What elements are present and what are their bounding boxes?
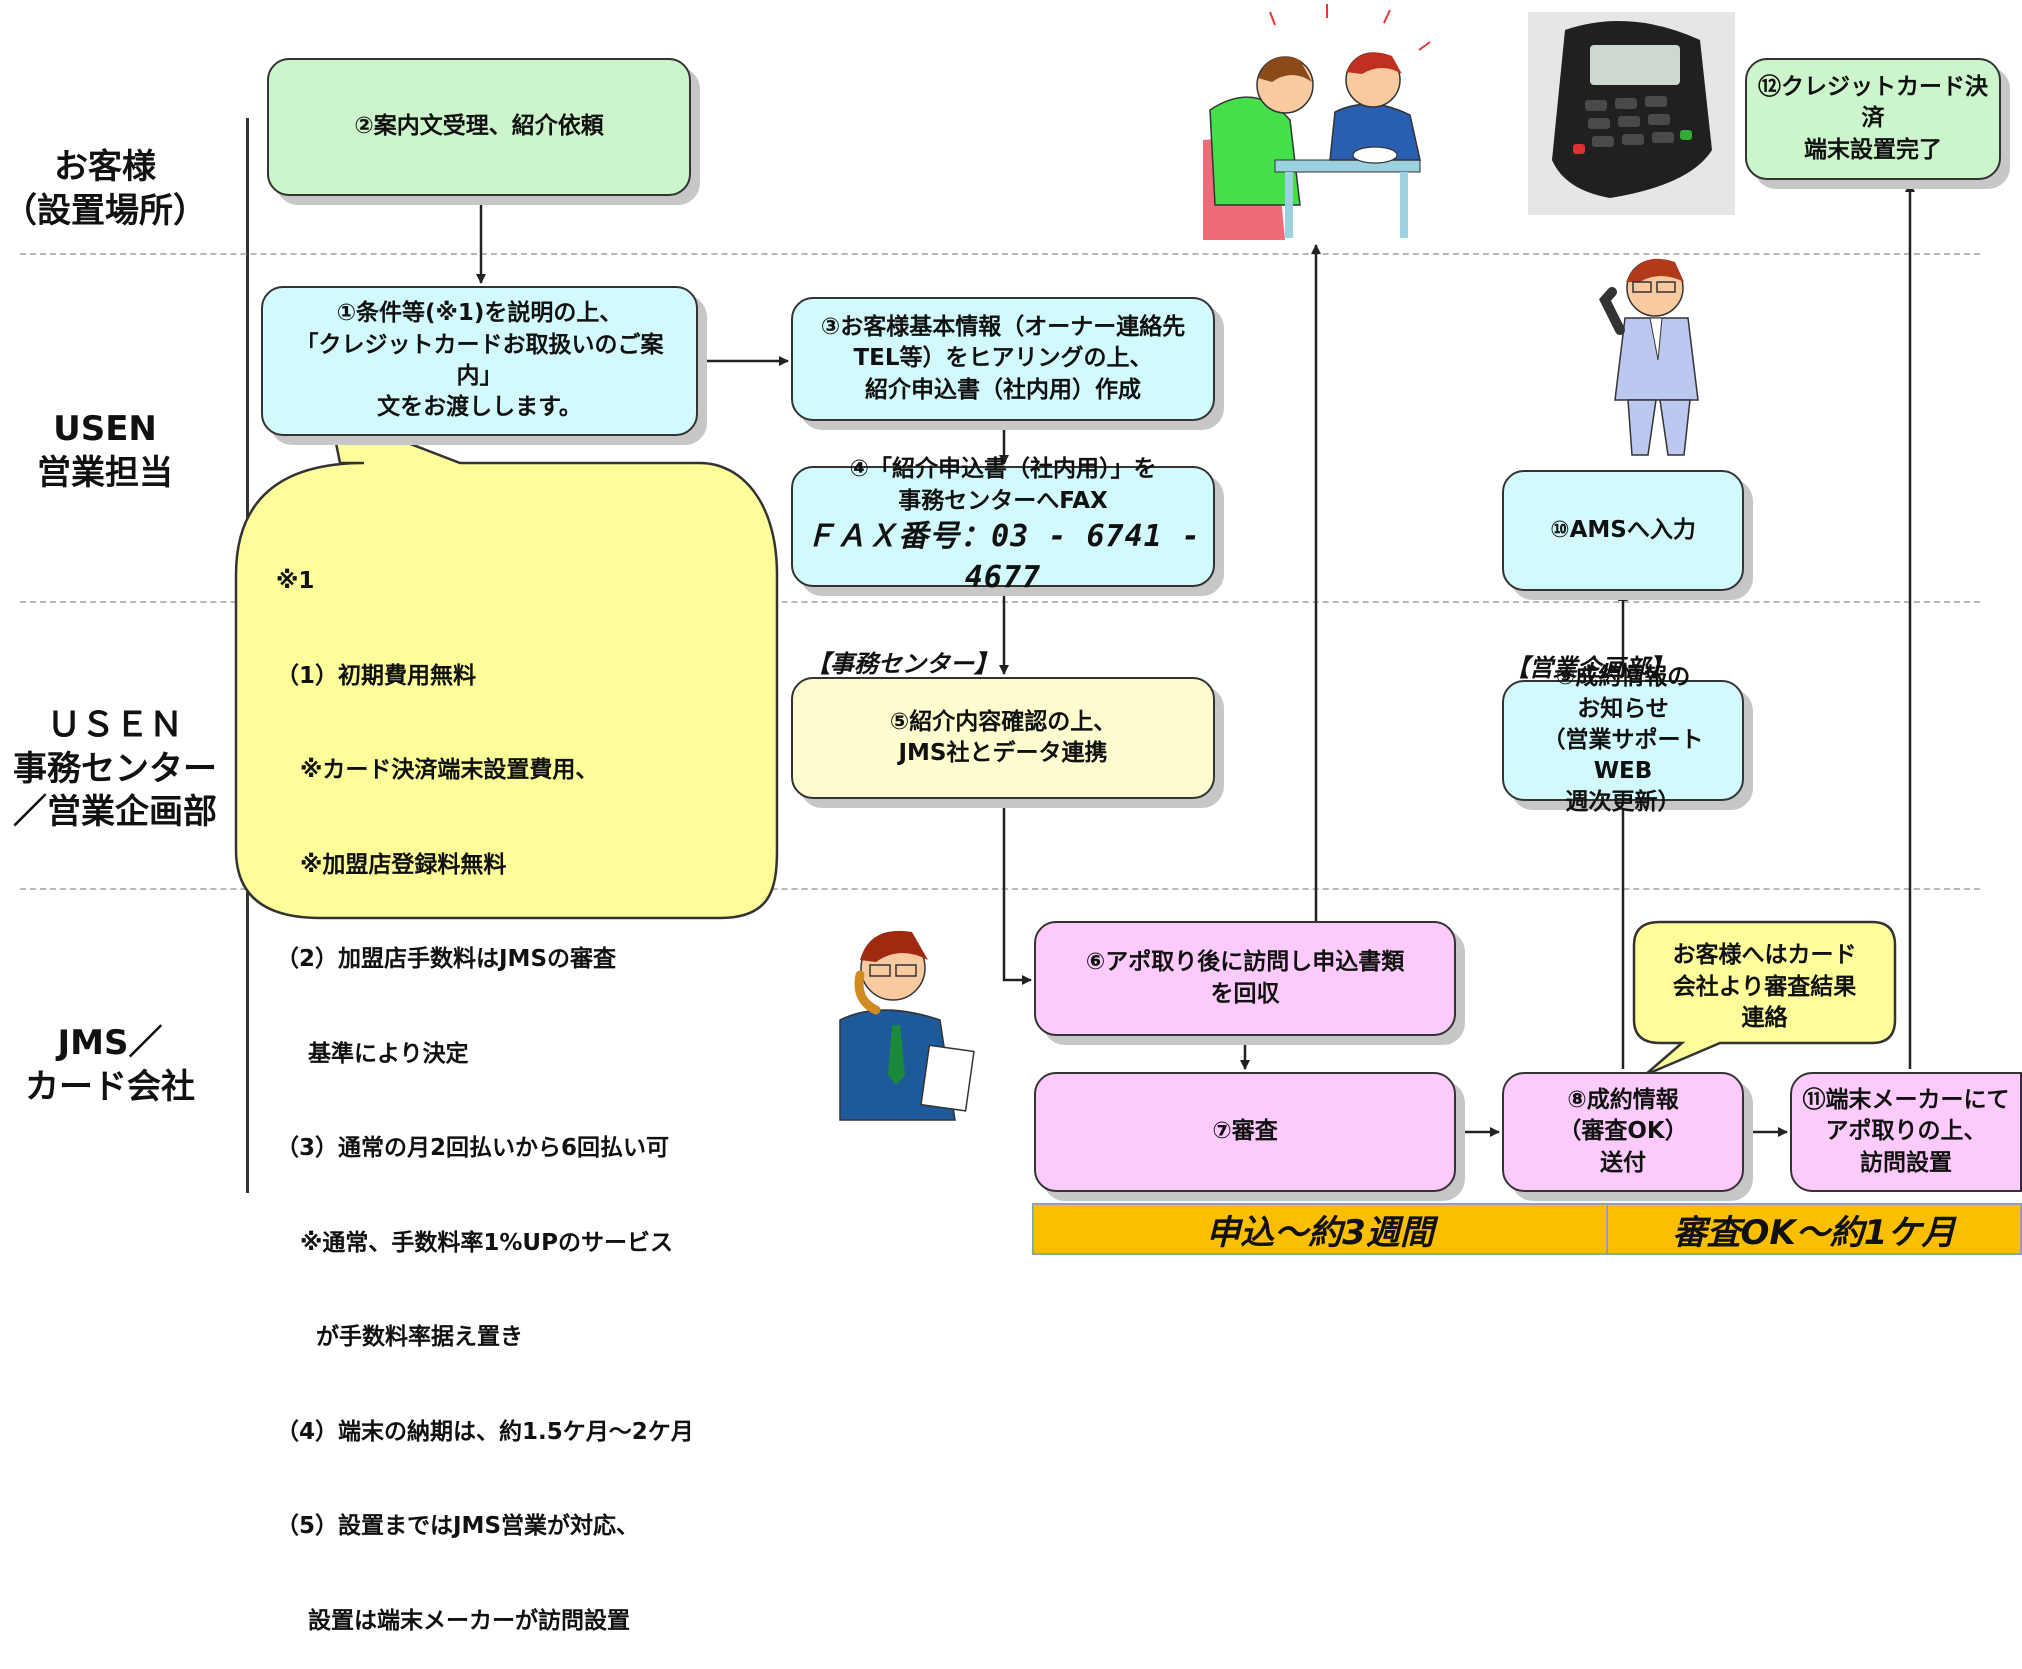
timeline-application: 申込～約3週間 [1032,1203,1608,1255]
step-8-box: ⑧成約情報 （審査OK） 送付 [1502,1072,1744,1192]
note-line: （5）設置まではJMS営業が対応、 [276,1513,640,1539]
phone-operator-illustration [839,930,975,1121]
lane-divider-1 [20,253,1980,255]
note-line: ※カード決済端末設置費用、 [276,757,599,783]
note-line: （4）端末の納期は、約1.5ケ月～2ケ月 [276,1418,694,1445]
note-line: 設置は端末メーカーが訪問設置 [276,1607,631,1634]
note-line: （3）通常の月2回払いから6回払い可 [276,1135,670,1161]
step-4-box: ④「紹介申込書（社内用）」を 事務センターへFAX ＦＡＸ番号：03 - 674… [791,456,1215,595]
note-line: ※加盟店登録料無料 [276,851,507,878]
info-bubble-text: お客様へはカード 会社より審査結果 連絡 [1672,942,1857,1032]
lane-label-usen-sales: USEN 営業担当 [37,409,173,493]
arrow-s5-s6 [1002,799,1032,985]
salesman-illustration [1599,258,1699,456]
lane-label-jms: JMS／ カード会社 [25,1023,195,1107]
note-line: ※1 [276,568,315,594]
step-6-box: ⑥アポ取り後に訪問し申込書類 を回収 [1034,921,1456,1036]
flow-connectors [234,4,1915,1137]
step-10-box: ⑩AMSへ入力 [1502,470,1744,591]
note-text: ※1 （1）初期費用無料 ※カード決済端末設置費用、 ※加盟店登録料無料 （2）… [276,503,694,1669]
note-line: ※通常、手数料率1%UPのサービス [276,1229,673,1256]
customers-illustration [1203,4,1431,240]
step-12-box: ⑫クレジットカード決済 端末設置完了 [1745,58,2001,180]
fax-number: ＦＡＸ番号：03 - 6741 - 4677 [805,518,1201,595]
note-line: （2）加盟店手数料はJMSの審査 [276,946,617,972]
step-5-box: ⑤紹介内容確認の上、 JMS社とデータ連携 [791,677,1215,799]
step-9-box: ⑨成約情報の お知らせ （営業サポートWEB 週次更新） [1502,664,1744,815]
step-7-box: ⑦審査 [1034,1072,1456,1192]
note-bubble [234,411,779,920]
lane-label-usen-office: ＵＳＥＮ 事務センター ／営業企画部 [13,705,217,833]
step-2-box: ②案内文受理、紹介依頼 [267,58,691,196]
step-3-box: ③お客様基本情報（オーナー連絡先 TEL等）をヒアリングの上、 紹介申込書（社内… [791,297,1215,421]
card-terminal-illustration [1528,12,1735,215]
note-line: 基準により決定 [276,1040,469,1067]
dept-label-planning: 【営業企画部】 [1505,654,1673,682]
step-1-box: ①条件等(※1)を説明の上、 「クレジットカードお取扱いのご案内」 文をお渡しし… [261,286,698,436]
dept-label-office: 【事務センター】 [806,650,998,678]
step-4-text: ④「紹介申込書（社内用）」を 事務センターへFAX [849,456,1157,514]
lane-label-customer: お客様 （設置場所） [3,147,207,231]
timeline-approval: 審査OK～約1ケ月 [1606,1203,2022,1255]
note-line: （1）初期費用無料 [276,662,477,689]
note-line: が手数料率据え置き [276,1324,524,1350]
step-11-box: ⑪端末メーカーにて アポ取りの上、 訪問設置 [1790,1072,2022,1192]
lane-divider-3 [20,888,1980,890]
info-bubble [1632,920,1897,1077]
lane-divider-2 [20,601,1980,603]
